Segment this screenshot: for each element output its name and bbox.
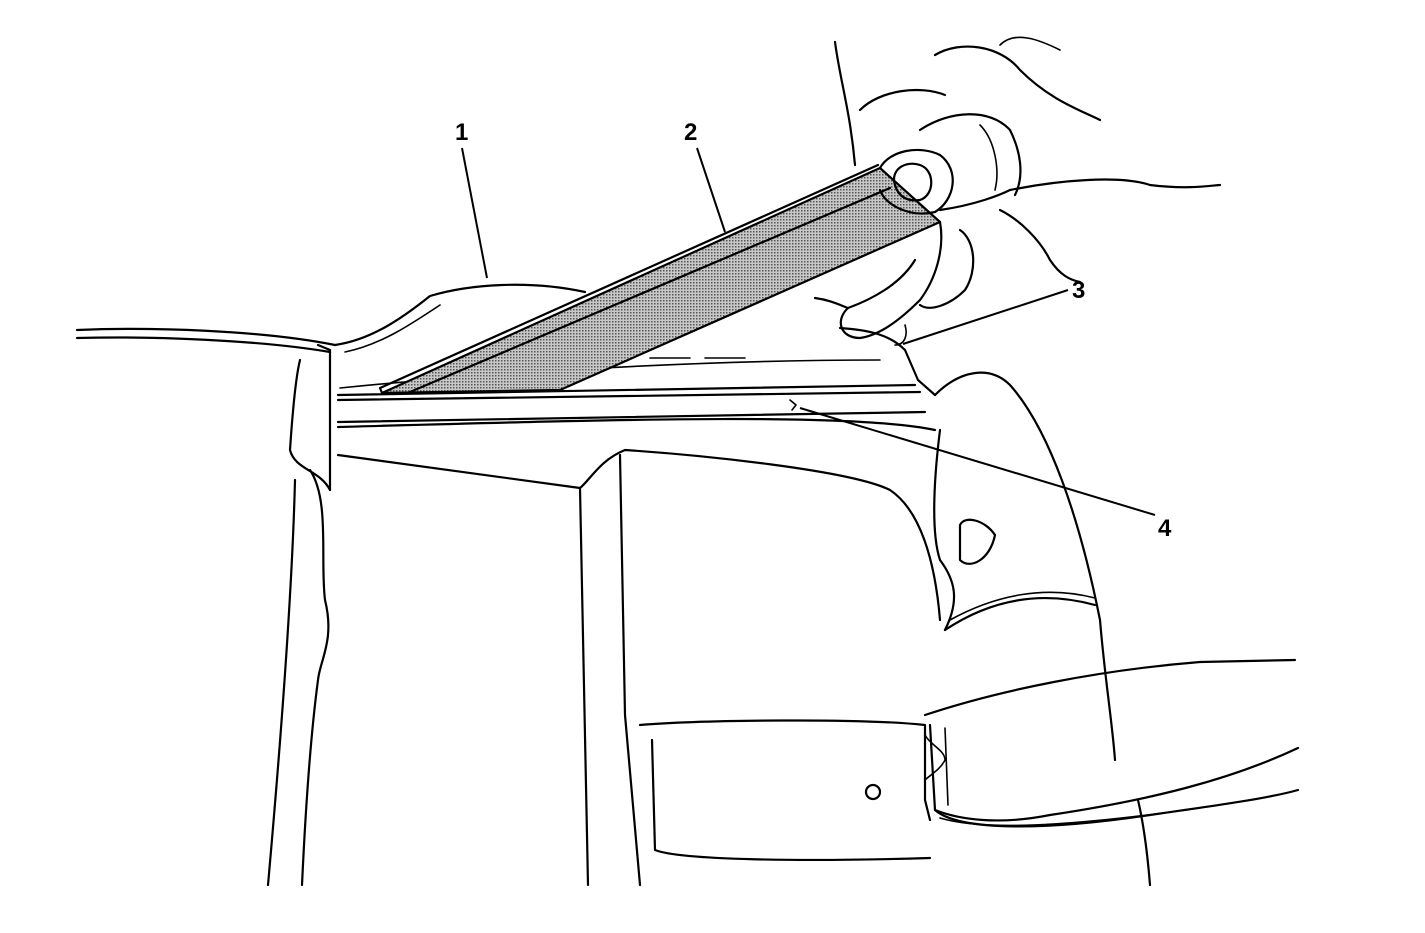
callout-3: 3	[902, 277, 1085, 345]
callout-label-1: 1	[455, 119, 468, 146]
callout-label-4: 4	[1158, 515, 1172, 542]
left-pillar	[266, 343, 332, 887]
callout-4: 4	[799, 407, 1172, 542]
lower-bracket	[638, 719, 946, 862]
roof-bow	[923, 658, 1300, 828]
hand	[813, 36, 1222, 346]
door-opening	[336, 448, 942, 887]
roof-panel	[75, 283, 587, 354]
callout-2: 2	[684, 119, 726, 233]
right-pillar	[933, 371, 1152, 887]
callout-label-2: 2	[684, 119, 697, 146]
callout-1: 1	[455, 119, 488, 279]
callout-label-3: 3	[1072, 277, 1085, 304]
